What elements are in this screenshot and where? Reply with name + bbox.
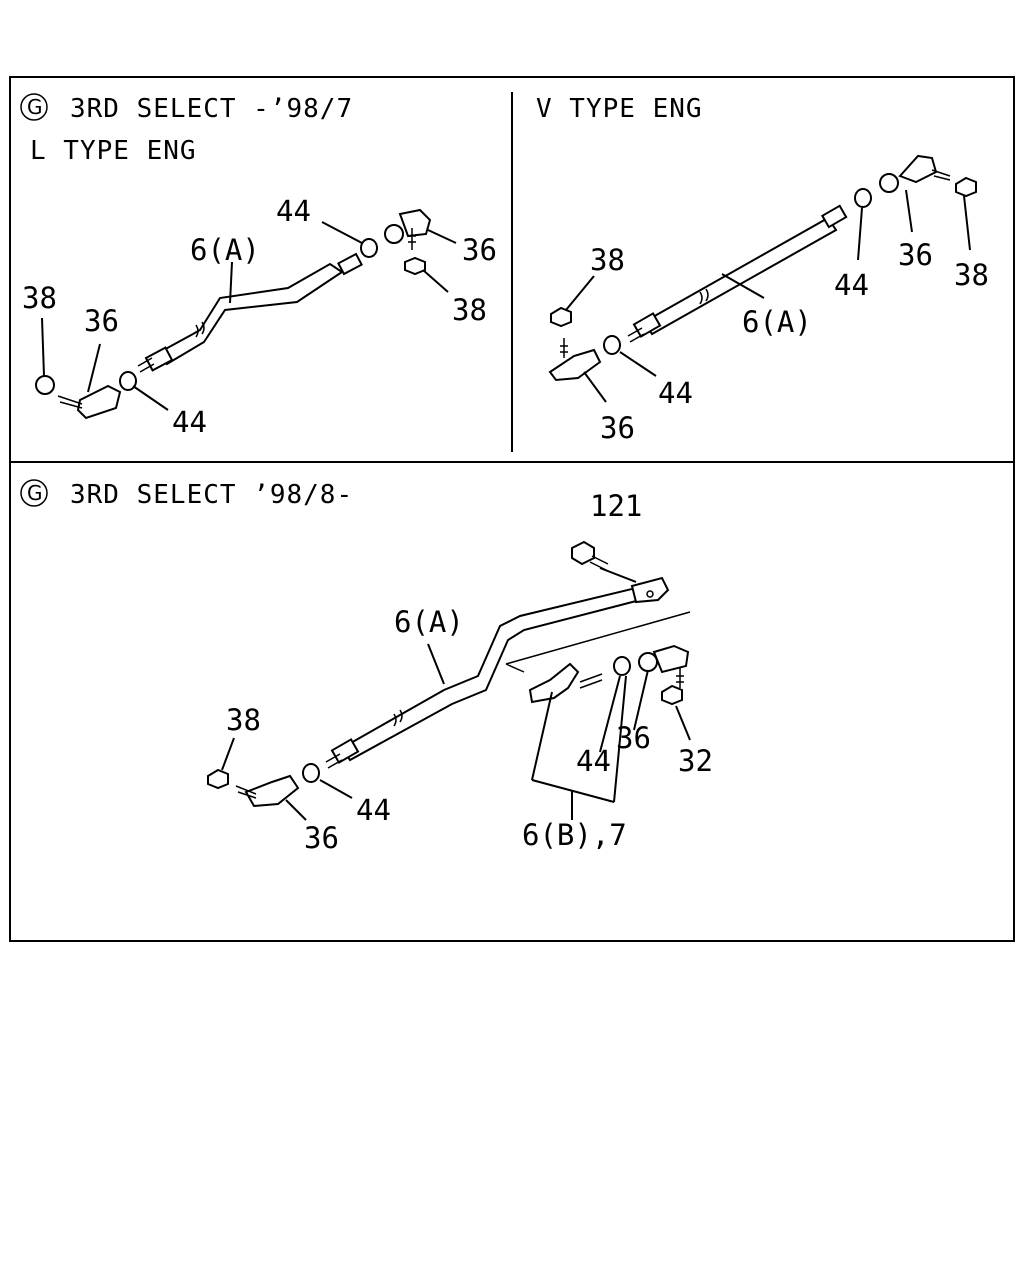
callout-44: 44 — [834, 268, 869, 302]
rod-6a-illustration — [35, 208, 432, 420]
rod-6a-illustration — [548, 154, 977, 382]
callout-32: 32 — [678, 744, 713, 778]
callout-44: 44 — [658, 376, 693, 410]
rod-6a-illustration — [207, 540, 691, 808]
callout-36: 36 — [600, 411, 635, 445]
callout-44: 44 — [172, 405, 207, 439]
panel-title: V TYPE ENG — [536, 94, 703, 124]
callout-6a: 6(A) — [394, 605, 464, 639]
panel-title: 3RD SELECT ’98/8- — [70, 480, 353, 510]
panel-98-8: G 3RD SELECT ’98/8- — [20, 479, 713, 855]
callout-44: 44 — [356, 793, 391, 827]
callout-36: 36 — [304, 821, 339, 855]
callout-6a: 6(A) — [742, 305, 812, 339]
diagram-frame — [9, 76, 1015, 942]
callout-44: 44 — [276, 194, 311, 228]
panel-subtitle: L TYPE ENG — [30, 136, 197, 166]
panel-title: 3RD SELECT -’98/7 — [70, 94, 353, 124]
callout-121: 121 — [590, 489, 642, 523]
callout-6a: 6(A) — [190, 233, 260, 267]
callout-38: 38 — [954, 258, 989, 292]
callout-36: 36 — [898, 238, 933, 272]
circled-g-icon — [20, 479, 48, 507]
panel-v-type-eng: V TYPE ENG 38 36 44 38 6(A) 44 — [536, 94, 989, 445]
circled-g-letter: G — [27, 481, 43, 505]
callout-38: 38 — [22, 281, 57, 315]
callout-38: 38 — [452, 293, 487, 327]
callout-36: 36 — [84, 304, 119, 338]
panel-l-type-eng: G 3RD SELECT -’98/7 L TYPE ENG — [20, 93, 497, 439]
callout-36: 36 — [462, 233, 497, 267]
callout-38: 38 — [226, 703, 261, 737]
callout-6b-7: 6(B),7 — [522, 818, 627, 852]
callout-44: 44 — [576, 744, 611, 778]
circled-g-icon — [20, 93, 48, 121]
callout-38: 38 — [590, 243, 625, 277]
callout-36: 36 — [616, 721, 651, 755]
circled-g-letter: G — [27, 95, 43, 119]
